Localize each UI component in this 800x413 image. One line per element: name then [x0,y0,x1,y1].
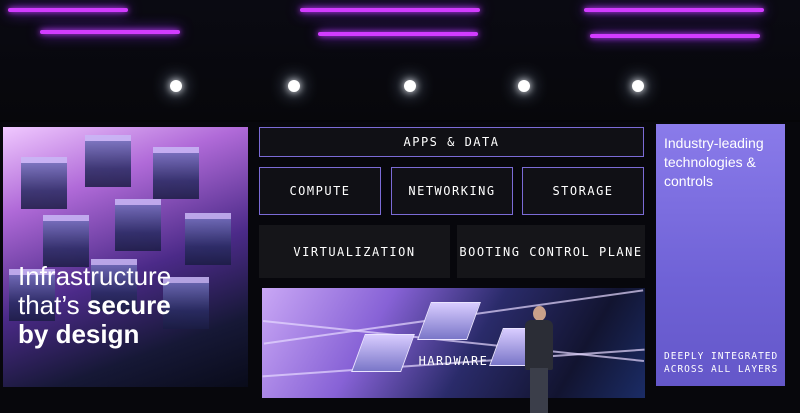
apps-data-layer: APPS & DATA [259,127,644,157]
stage-ceiling [0,0,800,120]
presenter-legs [530,368,548,413]
decorative-cube [9,269,55,321]
presenter-head [533,306,546,321]
decorative-cube [43,215,89,267]
spotlight [518,80,530,92]
hardware-label: HARDWARE [418,354,489,368]
storage-label: STORAGE [552,184,614,198]
apps-data-label: APPS & DATA [403,135,500,149]
right-panel-footer: DEEPLY INTEGRATED ACROSS ALL LAYERS [664,351,779,375]
slide-title-by-design: by design [18,319,140,349]
spotlight [632,80,644,92]
decorative-cube [21,157,67,209]
slide-title-secure: secure [86,290,171,320]
spotlight [404,80,416,92]
decorative-cube [91,259,137,311]
slide-title-line-2: that’s secure [18,291,248,320]
stage-truss-light [300,8,480,12]
presenter [522,306,556,413]
stage-truss-light [584,8,764,12]
decorative-cube [163,277,209,329]
virtualization-layer: VIRTUALIZATION [259,225,450,278]
spotlight [170,80,182,92]
decorative-cube [115,199,161,251]
stage-truss-light [8,8,128,12]
right-panel-title: Industry-leading technologies & controls [664,135,764,189]
slide-title: Infrastructure that’s secure by design [18,262,248,349]
spotlight [288,80,300,92]
decorative-cube [153,147,199,199]
hardware-layer: HARDWARE [262,288,645,398]
slide-title-line-1: Infrastructure [18,261,172,291]
stage-truss-light [40,30,180,34]
stage-truss-light [318,32,478,36]
booting-control-plane-layer: BOOTING CONTROL PLANE [457,225,645,278]
stage-truss-light [590,34,760,38]
compute-layer: COMPUTE [259,167,381,215]
decorative-cube [85,135,131,187]
storage-layer: STORAGE [522,167,644,215]
slide-title-line-3: by design [18,320,248,349]
slide-title-prefix: that’s [18,290,87,320]
virtualization-label: VIRTUALIZATION [293,244,416,259]
chip-graphic [417,302,481,340]
presenter-body [525,320,553,370]
booting-control-plane-label: BOOTING CONTROL PLANE [459,244,643,259]
right-info-panel: Industry-leading technologies & controls… [656,124,785,386]
decorative-cube [185,213,231,265]
networking-layer: NETWORKING [391,167,513,215]
compute-label: COMPUTE [289,184,351,198]
left-hero-panel [3,127,248,387]
networking-label: NETWORKING [408,184,496,198]
